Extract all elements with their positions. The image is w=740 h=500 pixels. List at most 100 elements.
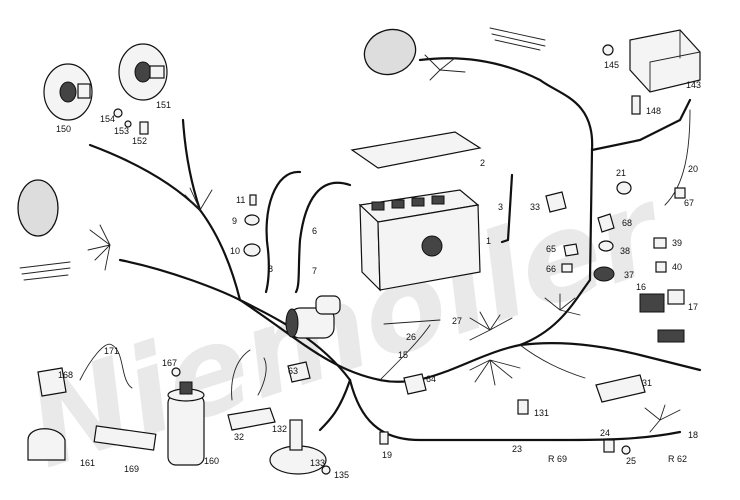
label-23: 23 <box>512 444 522 454</box>
label-132: 132 <box>272 424 287 434</box>
part-labels: 1 2 3 6 7 8 9 10 11 15 16 17 18 19 20 21… <box>56 60 701 480</box>
headlamp-left <box>17 179 59 237</box>
sender-132 <box>289 419 303 451</box>
label-148: 148 <box>646 106 661 116</box>
label-67: 67 <box>684 198 694 208</box>
battery-cable-6 <box>294 181 352 294</box>
battery-tray <box>350 131 482 169</box>
regulator-143 <box>629 29 701 93</box>
label-160: 160 <box>204 456 219 466</box>
label-169: 169 <box>124 464 139 474</box>
label-11: 11 <box>236 195 245 205</box>
horn-150 <box>43 63 93 121</box>
label-8: 8 <box>268 264 273 274</box>
label-161: 161 <box>80 458 95 468</box>
label-68: 68 <box>622 218 632 228</box>
label-24: 24 <box>600 428 610 438</box>
connector-67 <box>674 187 686 199</box>
label-135: 135 <box>334 470 349 480</box>
horn-151 <box>118 43 168 101</box>
label-3: 3 <box>498 202 503 212</box>
ignition-coil-160 <box>167 381 205 466</box>
label-145: 145 <box>604 60 619 70</box>
label-154: 154 <box>100 114 115 124</box>
clip-33 <box>545 191 567 213</box>
nut-145 <box>602 44 614 56</box>
clip-11 <box>249 194 257 206</box>
label-131: 131 <box>534 408 549 418</box>
label-65: 65 <box>546 244 556 254</box>
label-150: 150 <box>56 124 71 134</box>
label-26: 26 <box>406 332 416 342</box>
clip-148 <box>631 95 641 115</box>
label-25: 25 <box>626 456 636 466</box>
connector-block <box>657 329 685 343</box>
label-133: 133 <box>310 458 325 468</box>
label-153: 153 <box>114 126 129 136</box>
watermark-text: Niemöller <box>12 160 683 496</box>
label-63: 63 <box>288 366 298 376</box>
screw-135 <box>321 465 331 475</box>
label-33: 33 <box>530 202 540 212</box>
label-152: 152 <box>132 136 147 146</box>
lead-20 <box>664 109 691 206</box>
headlamp-right <box>363 28 417 76</box>
label-31: 31 <box>642 378 652 388</box>
plug-40 <box>655 261 667 273</box>
clip-66 <box>561 263 573 273</box>
label-37: 37 <box>624 270 634 280</box>
label-20: 20 <box>688 164 698 174</box>
label-168: 168 <box>58 370 73 380</box>
label-21: 21 <box>616 168 626 178</box>
label-7: 7 <box>312 266 317 276</box>
grommet-37 <box>593 266 615 282</box>
wire-171 <box>79 343 133 389</box>
label-18: 18 <box>688 430 698 440</box>
label-151: 151 <box>156 100 171 110</box>
label-167: 167 <box>162 358 177 368</box>
label-16: 16 <box>636 282 646 292</box>
label-171: 171 <box>104 346 119 356</box>
clip-64 <box>403 373 427 395</box>
label-66: 66 <box>546 264 556 274</box>
clip-65 <box>563 243 579 257</box>
relay-17 <box>667 289 685 305</box>
strap-26 <box>383 319 441 325</box>
indicator-lens-left <box>19 261 71 281</box>
label-6: 6 <box>312 226 317 236</box>
battery-cable-8 <box>264 170 302 294</box>
label-1: 1 <box>486 236 491 246</box>
horn-hardware <box>113 108 149 135</box>
label-R62: R 62 <box>668 454 687 464</box>
relay-16 <box>639 293 665 313</box>
label-64: 64 <box>426 374 436 384</box>
wire-fans <box>87 54 681 433</box>
label-17: 17 <box>688 302 698 312</box>
connector-block-32 <box>227 407 276 431</box>
label-10: 10 <box>230 246 240 256</box>
battery-rod-3 <box>500 173 514 244</box>
fuse-box-31 <box>595 374 646 403</box>
label-39: 39 <box>672 238 682 248</box>
grommet-10 <box>243 243 261 257</box>
plug-39 <box>653 237 667 249</box>
label-27: 27 <box>452 316 462 326</box>
label-R69: R 69 <box>548 454 567 464</box>
label-40: 40 <box>672 262 682 272</box>
clip-63 <box>287 361 311 383</box>
bracket-169 <box>93 425 157 451</box>
bracket-168 <box>37 367 67 397</box>
switch-21 <box>616 181 632 195</box>
switch-24 <box>603 439 615 453</box>
label-15: 15 <box>398 350 408 360</box>
screw-25 <box>621 445 631 455</box>
label-2: 2 <box>480 158 485 168</box>
label-38: 38 <box>620 246 630 256</box>
switch-131 <box>517 399 529 415</box>
grommet-38 <box>598 240 614 252</box>
battery <box>358 189 481 292</box>
clip-68 <box>597 213 615 233</box>
label-143: 143 <box>686 80 701 90</box>
label-19: 19 <box>382 450 392 460</box>
